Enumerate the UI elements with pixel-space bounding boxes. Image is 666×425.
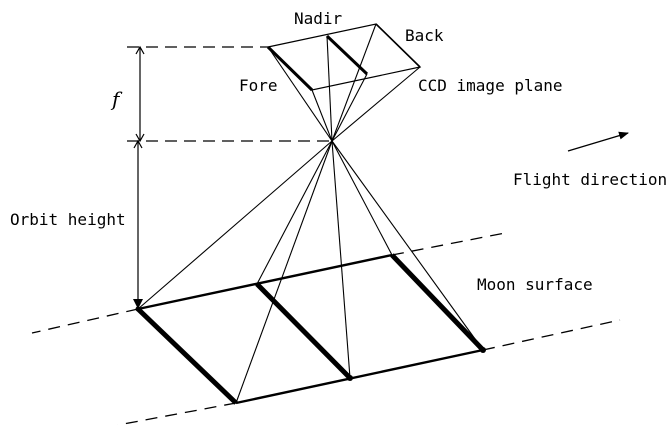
fore-label: Fore (239, 76, 278, 95)
ground-strip-right-edge (482, 319, 621, 351)
ccd-image-plane-label: CCD image plane (418, 76, 563, 95)
ground-strip-upper-edge (391, 232, 506, 256)
footprint-corner (480, 347, 486, 353)
footprint-corner (135, 306, 141, 312)
fore-ground-line (136, 307, 238, 405)
ground-strip-lower-edge (117, 402, 237, 425)
orbit-height-top-tick (133, 139, 143, 149)
orbit-height-bottom-arrow (133, 299, 143, 309)
footprint-corner (347, 375, 353, 381)
ccd-image-plane (266, 23, 422, 92)
ground-strip-left-edge (31, 308, 139, 334)
image-plane-rays (267, 23, 421, 142)
focal-length-bottom-tick (135, 133, 145, 143)
focal-length-top-tick (135, 45, 145, 55)
back-label: Back (405, 26, 444, 45)
nadir-label: Nadir (294, 9, 343, 28)
projection-rays (137, 140, 484, 404)
flight-direction-arrow (567, 131, 629, 152)
flight-direction-label: Flight direction (513, 170, 666, 189)
focal-length-label: f (110, 87, 123, 111)
orbit-height-label: Orbit height (10, 210, 126, 229)
moon-surface-label: Moon surface (477, 275, 593, 294)
nadir-ground-line (255, 282, 352, 380)
ground-footprint (136, 253, 485, 405)
back-ground-line (390, 253, 485, 352)
